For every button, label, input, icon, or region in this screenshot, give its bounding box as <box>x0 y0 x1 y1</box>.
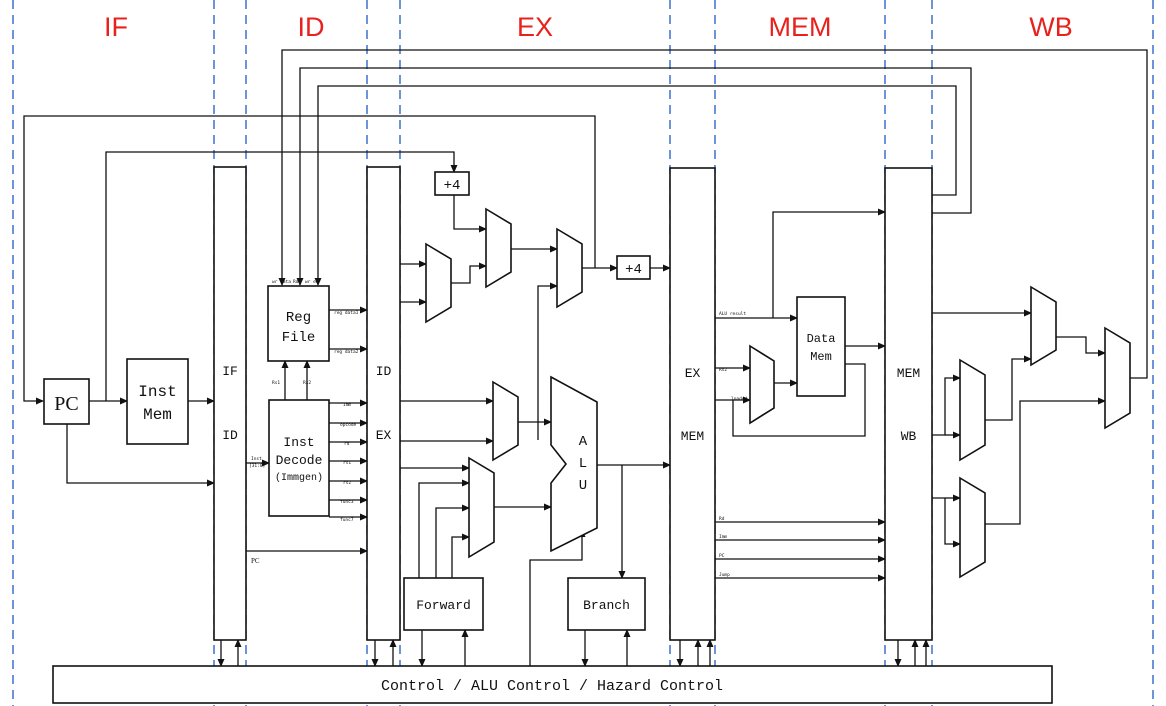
stage-title-ex: EX <box>517 12 553 42</box>
mux-wb-3 <box>959 476 986 579</box>
stage-title-wb: WB <box>1029 12 1073 42</box>
ex-mem-label-1: EX <box>685 366 701 381</box>
stage-titles: IF ID EX MEM WB <box>104 12 1073 42</box>
inst-decode-label-3: (Immgen) <box>275 472 323 484</box>
mux-alu-b <box>468 456 495 559</box>
inst-decode-label-2: Decode <box>276 453 323 468</box>
control-bar-label: Control / ALU Control / Hazard Control <box>381 678 723 695</box>
alu-block: A L U <box>550 375 598 553</box>
reg-file-block: Reg File wr data Rd wr en reg data1 reg … <box>267 279 359 386</box>
decode-inst-input-2: [31:0] <box>249 463 265 469</box>
mux-mem <box>749 344 775 425</box>
ex-mem-register: EX MEM ALU result Rs2 loaded Rd Imm PC J… <box>669 167 748 641</box>
control-bar: Control / ALU Control / Hazard Control <box>52 665 1053 704</box>
plus4-ex-block: +4 <box>434 171 470 196</box>
decode-input-rs1: Rs1 <box>272 380 280 386</box>
mux-wb-2 <box>959 358 986 462</box>
decode-output-rs1: rs1 <box>343 460 351 466</box>
mux-ex-2 <box>485 207 512 289</box>
stage-title-mem: MEM <box>769 12 832 42</box>
reg-file-label-1: Reg <box>286 310 311 326</box>
pc-label: PC <box>54 393 78 415</box>
if-id-register: IF ID <box>213 166 247 641</box>
decode-output-imm: Imm <box>343 402 351 408</box>
data-mem-block: Data Mem <box>796 296 846 397</box>
reg-file-input-wr-data: wr data <box>272 279 291 285</box>
plus4-mem-block: +4 <box>616 255 651 280</box>
inst-decode-label-1: Inst <box>283 435 314 450</box>
ex-mem-out-rd: Rd <box>719 516 725 522</box>
ex-mem-out-alu-result: ALU result <box>719 311 746 317</box>
ex-mem-out-jump: Jump <box>719 572 730 578</box>
reg-file-label-2: File <box>282 330 316 346</box>
decode-inst-input-1: Inst <box>251 456 262 462</box>
inst-mem-label-2: Mem <box>143 406 172 424</box>
forward-block: Forward <box>403 577 484 631</box>
pc-block: PC <box>43 378 90 425</box>
mux-ex-1 <box>425 242 452 324</box>
ex-mem-out-imm: Imm <box>719 534 727 540</box>
stage-title-id: ID <box>298 12 325 42</box>
mux-wb-final <box>1104 326 1131 430</box>
id-ex-register: ID EX <box>366 166 401 641</box>
forward-label: Forward <box>416 598 471 613</box>
mux-branch <box>556 227 583 309</box>
reg-file-input-rd: Rd <box>293 279 299 285</box>
decode-output-func7: func7 <box>340 517 354 523</box>
data-mem-label-2: Mem <box>810 350 832 364</box>
alu-label-a: A <box>579 434 588 450</box>
if-id-label-1: IF <box>222 364 238 379</box>
alu-label-u: U <box>579 478 587 494</box>
decode-output-rd: rd <box>344 441 350 447</box>
ex-mem-out-rs2: Rs2 <box>719 367 727 373</box>
id-ex-label-1: ID <box>376 364 392 379</box>
alu-label-l: L <box>579 456 587 472</box>
decode-input-rs2: Rs2 <box>303 380 311 386</box>
mux-alu-a <box>492 380 519 462</box>
if-id-pc-label: PC <box>251 557 260 565</box>
muxes <box>425 207 1131 579</box>
inst-mem-block: Inst Mem <box>126 358 189 445</box>
id-ex-label-2: EX <box>376 428 392 443</box>
inst-decode-block: Inst Decode (Immgen) Inst [31:0] Imm opc… <box>249 399 357 565</box>
plus4-mem-label: +4 <box>625 262 642 278</box>
if-id-label-2: ID <box>222 428 238 443</box>
reg-file-output-data2: reg data2 <box>334 349 359 355</box>
ex-mem-label-2: MEM <box>681 429 704 444</box>
mem-wb-label-2: WB <box>901 429 917 444</box>
reg-file-output-data1: reg data1 <box>334 310 359 316</box>
wires <box>23 49 1148 667</box>
ex-mem-out-pc: PC <box>719 553 725 559</box>
ex-mem-out-loaded: loaded <box>731 396 748 402</box>
branch-label: Branch <box>583 598 630 613</box>
mem-wb-register: MEM WB <box>884 167 933 641</box>
branch-block: Branch <box>567 577 646 631</box>
plus4-ex-label: +4 <box>444 178 461 194</box>
stage-title-if: IF <box>104 12 128 42</box>
decode-output-opcode: opcode <box>340 422 357 428</box>
decode-output-func3: func3 <box>340 499 354 505</box>
reg-file-input-wr-en: wr en <box>305 280 319 285</box>
inst-mem-label-1: Inst <box>138 383 176 401</box>
decode-output-rs2: rs2 <box>343 480 351 486</box>
mem-wb-label-1: MEM <box>897 366 920 381</box>
data-mem-label-1: Data <box>807 332 836 346</box>
mux-wb-1 <box>1030 285 1057 367</box>
